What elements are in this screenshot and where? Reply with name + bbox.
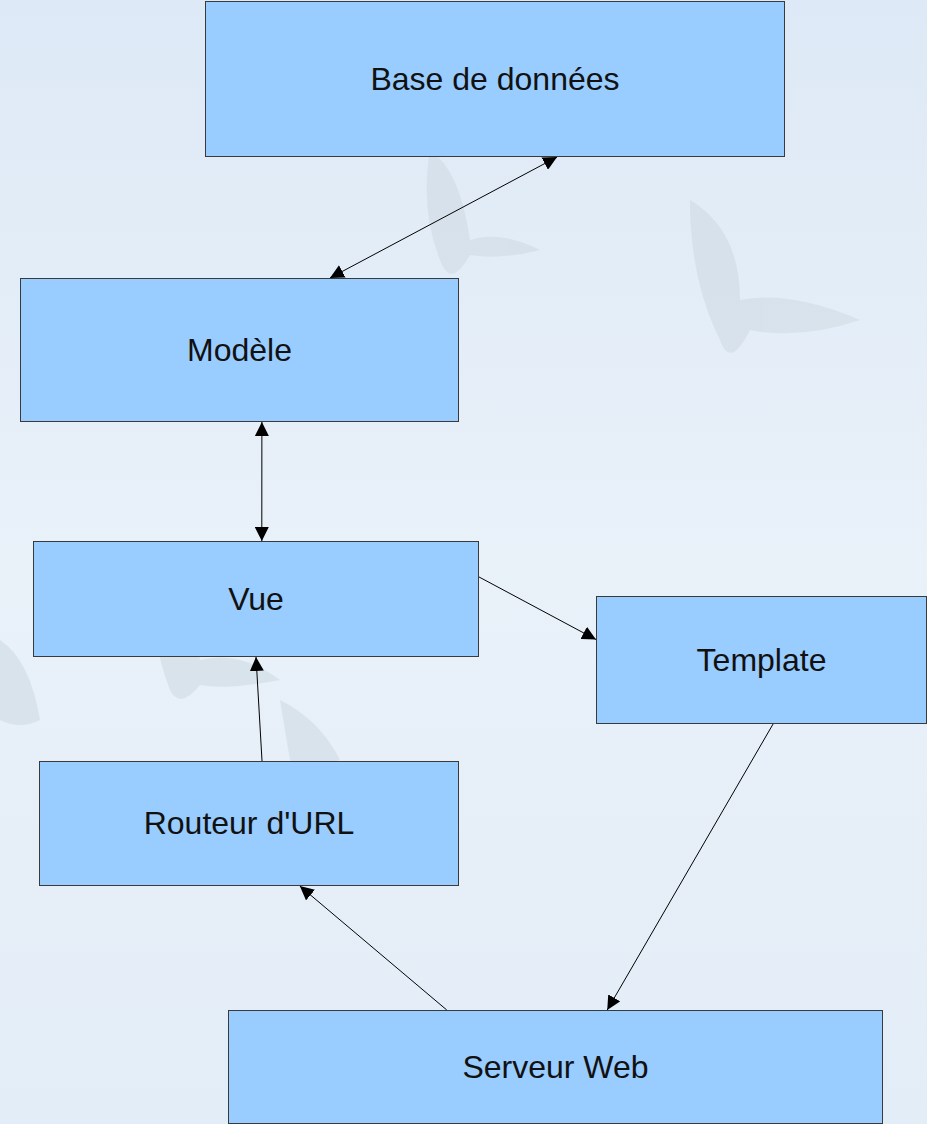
flow-arrow	[607, 724, 773, 1010]
box-label: Modèle	[187, 331, 292, 369]
box-label: Vue	[228, 580, 284, 618]
flow-arrow	[330, 157, 557, 278]
box-label: Base de données	[370, 60, 619, 98]
template-box: Template	[596, 596, 927, 724]
router-box: Routeur d'URL	[39, 761, 459, 886]
server-box: Serveur Web	[228, 1010, 883, 1124]
box-label: Template	[697, 641, 827, 679]
model-box: Modèle	[20, 278, 459, 422]
box-label: Serveur Web	[462, 1048, 648, 1086]
flow-arrow	[479, 577, 596, 640]
flow-arrow	[300, 886, 447, 1010]
flow-arrow	[261, 422, 262, 541]
box-label: Routeur d'URL	[144, 804, 355, 842]
flow-arrow	[256, 657, 262, 761]
view-box: Vue	[33, 541, 479, 657]
database-box: Base de données	[205, 1, 785, 157]
